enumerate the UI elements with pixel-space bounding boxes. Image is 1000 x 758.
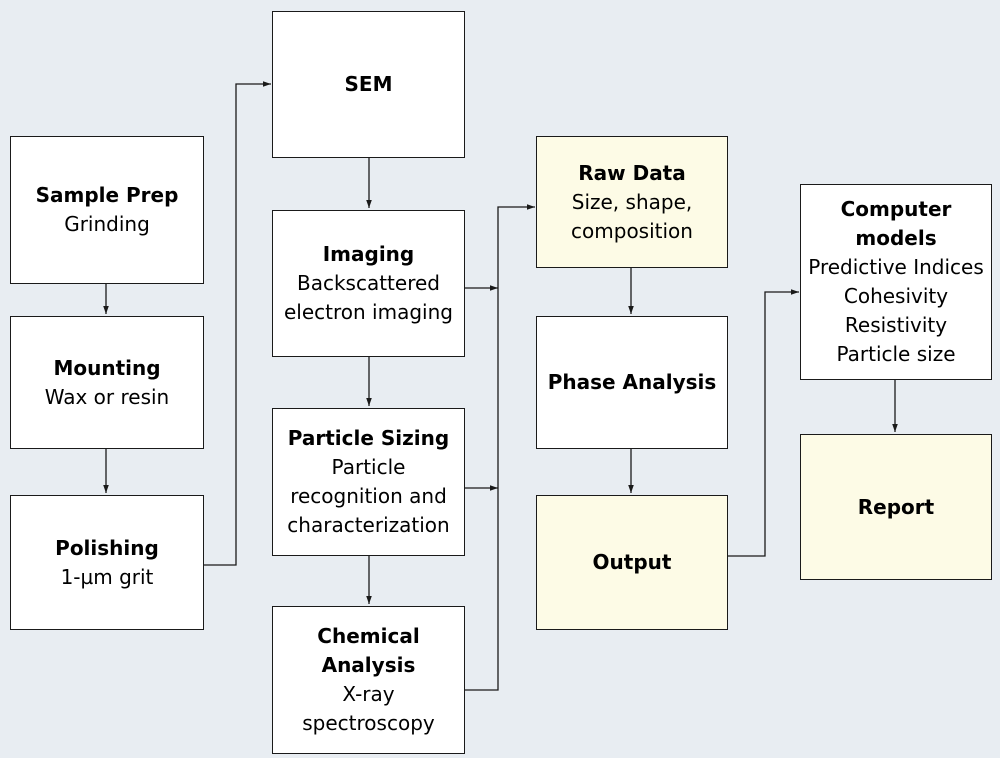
box-computer-models: Computer models Predictive Indices Cohes… [800,184,992,380]
arrow-polishing-to-sem [204,81,271,566]
box-mounting: Mounting Wax or resin [10,316,204,449]
box-raw-data: Raw Data Size, shape, composition [536,136,728,268]
arrow-chemical-to-bus [465,204,535,691]
computer-models-subtitle: Predictive Indices Cohesivity Resistivit… [808,255,984,366]
chemical-analysis-title: Chemical Analysis [317,624,420,677]
box-chemical-analysis: Chemical Analysis X-ray spectroscopy [272,606,465,754]
imaging-title: Imaging [322,242,415,266]
box-sem: SEM [272,11,465,158]
sample-prep-subtitle: Grinding [64,212,150,236]
mounting-subtitle: Wax or resin [44,384,170,409]
raw-data-subtitle: Size, shape, composition [571,189,693,243]
box-particle-sizing: Particle Sizing Particle recognition and… [272,408,465,556]
box-report: Report [800,434,992,580]
particle-sizing-title: Particle Sizing [287,426,450,450]
arrow-output-to-computer-models [728,289,799,557]
output-title: Output [592,550,672,574]
box-sample-prep: Sample Prep Grinding [10,136,204,284]
phase-analysis-title: Phase Analysis [547,370,717,394]
box-phase-analysis: Phase Analysis [536,316,728,449]
particle-sizing-subtitle: Particle recognition and characterizatio… [287,455,450,537]
polishing-subtitle: 1-µm grit [60,564,154,589]
chemical-analysis-subtitle: X-ray spectroscopy [302,682,435,735]
computer-models-title: Computer models [840,197,952,250]
report-title: Report [857,494,935,519]
raw-data-title: Raw Data [578,160,686,185]
sem-title: SEM [344,72,393,96]
box-output: Output [536,495,728,630]
imaging-subtitle: Backscattered electron imaging [284,271,453,324]
polishing-title: Polishing [55,535,159,560]
box-imaging: Imaging Backscattered electron imaging [272,210,465,357]
mounting-title: Mounting [53,355,161,380]
box-polishing: Polishing 1-µm grit [10,495,204,630]
sample-prep-title: Sample Prep [35,183,179,207]
